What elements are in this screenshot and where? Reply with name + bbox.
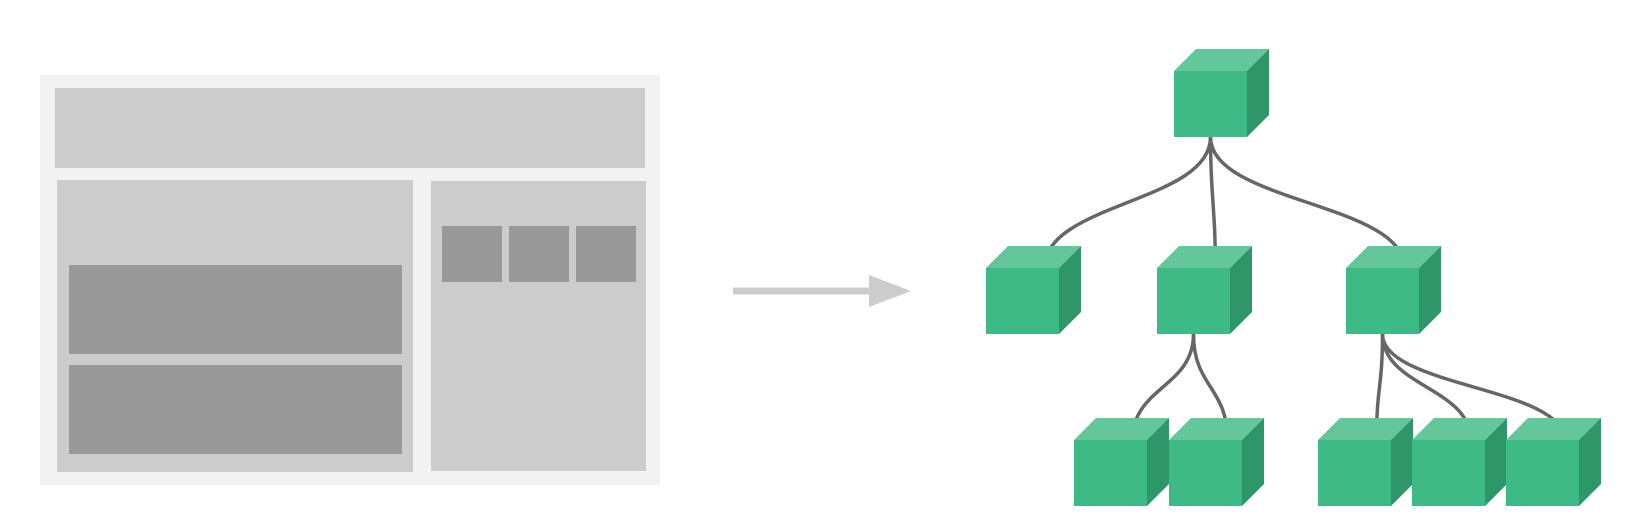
arrow-head [869,275,911,307]
cube-icon [1412,418,1507,506]
wireframe-sidebar-tile [509,226,569,282]
cube-icon [1346,246,1441,334]
cube-top-face [1169,418,1264,440]
cube-front-face [1169,440,1242,506]
cube-icon [1318,418,1413,506]
cube-top-face [1318,418,1413,440]
cube-side-face [1579,418,1601,506]
wireframe-content-block [69,265,402,354]
tree-nodes [986,49,1601,506]
cube-side-face [1242,418,1264,506]
cube-front-face [1174,71,1247,137]
tree-edge [1208,135,1407,270]
cube-front-face [1318,440,1391,506]
cube-top-face [1346,246,1441,268]
cube-top-face [1174,49,1269,71]
cube-front-face [986,268,1059,334]
cube-side-face [1485,418,1507,506]
cube-side-face [1247,49,1269,137]
cube-front-face [1074,440,1147,506]
right-arrow-icon [733,275,911,307]
cube-icon [986,246,1081,334]
wireframe-main-region [57,180,413,472]
wireframe-sidebar-tile [576,226,636,282]
cube-side-face [1059,246,1081,334]
cube-side-face [1147,418,1169,506]
page-layout-wireframe [40,75,660,485]
cube-side-face [1391,418,1413,506]
wireframe-sidebar-region [431,181,646,471]
cube-top-face [986,246,1081,268]
cube-icon [1074,418,1169,506]
cube-side-face [1230,246,1252,334]
tree-edge [1042,135,1213,270]
cube-icon [1169,418,1264,506]
tree-edges [1042,135,1567,442]
cube-front-face [1346,268,1419,334]
cube-top-face [1157,246,1252,268]
cube-top-face [1412,418,1507,440]
cube-icon [1506,418,1601,506]
cube-side-face [1419,246,1441,334]
cube-front-face [1412,440,1485,506]
cube-top-face [1506,418,1601,440]
cube-icon [1174,49,1269,137]
wireframe-header-region [55,88,645,168]
cube-front-face [1157,268,1230,334]
cube-top-face [1074,418,1169,440]
cube-front-face [1506,440,1579,506]
cube-icon [1157,246,1252,334]
wireframe-content-block [69,365,402,454]
wireframe-sidebar-tile [442,226,502,282]
